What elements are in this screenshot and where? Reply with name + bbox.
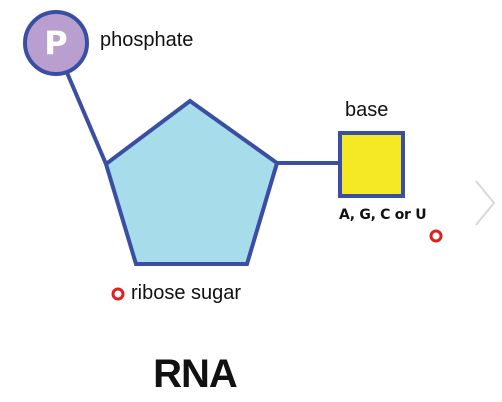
ribose-sugar-label: ribose sugar bbox=[131, 282, 242, 304]
chevron-right-icon[interactable] bbox=[475, 180, 496, 226]
base-square bbox=[338, 131, 405, 198]
base-label: base bbox=[345, 99, 389, 121]
phosphate-label: phosphate bbox=[100, 29, 194, 51]
phosphate-sugar-bond bbox=[63, 67, 108, 165]
phosphate-circle bbox=[23, 10, 89, 76]
ribose-sugar-pentagon bbox=[103, 98, 280, 266]
sugar-marker-icon[interactable] bbox=[111, 287, 125, 301]
base-options-label: A, G, C or U bbox=[339, 207, 427, 223]
phosphate-symbol: P bbox=[44, 24, 67, 62]
base-marker-icon[interactable] bbox=[429, 229, 443, 243]
diagram-title: RNA bbox=[153, 352, 238, 396]
